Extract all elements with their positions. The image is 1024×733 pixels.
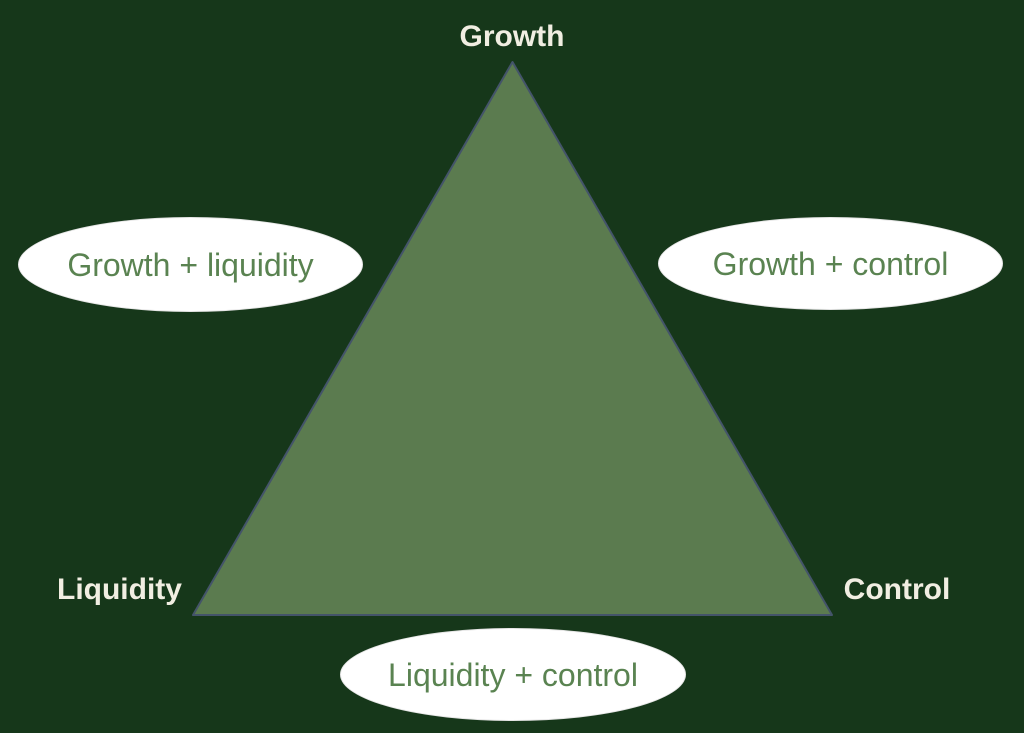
vertex-label-control: Control bbox=[843, 573, 951, 606]
triangle-polygon bbox=[192, 61, 833, 616]
edge-bubble-liquidity-control-label: Liquidity + control bbox=[388, 656, 638, 693]
edge-bubble-growth-control: Growth + control bbox=[658, 217, 1003, 310]
edge-bubble-growth-control-label: Growth + control bbox=[712, 245, 949, 282]
vertex-label-growth: Growth bbox=[459, 20, 565, 53]
edge-bubble-liquidity-control: Liquidity + control bbox=[340, 628, 686, 721]
edge-bubble-growth-liquidity-label: Growth + liquidity bbox=[67, 246, 314, 283]
edge-bubble-growth-liquidity: Growth + liquidity bbox=[18, 217, 363, 312]
vertex-label-liquidity: Liquidity bbox=[57, 573, 182, 606]
